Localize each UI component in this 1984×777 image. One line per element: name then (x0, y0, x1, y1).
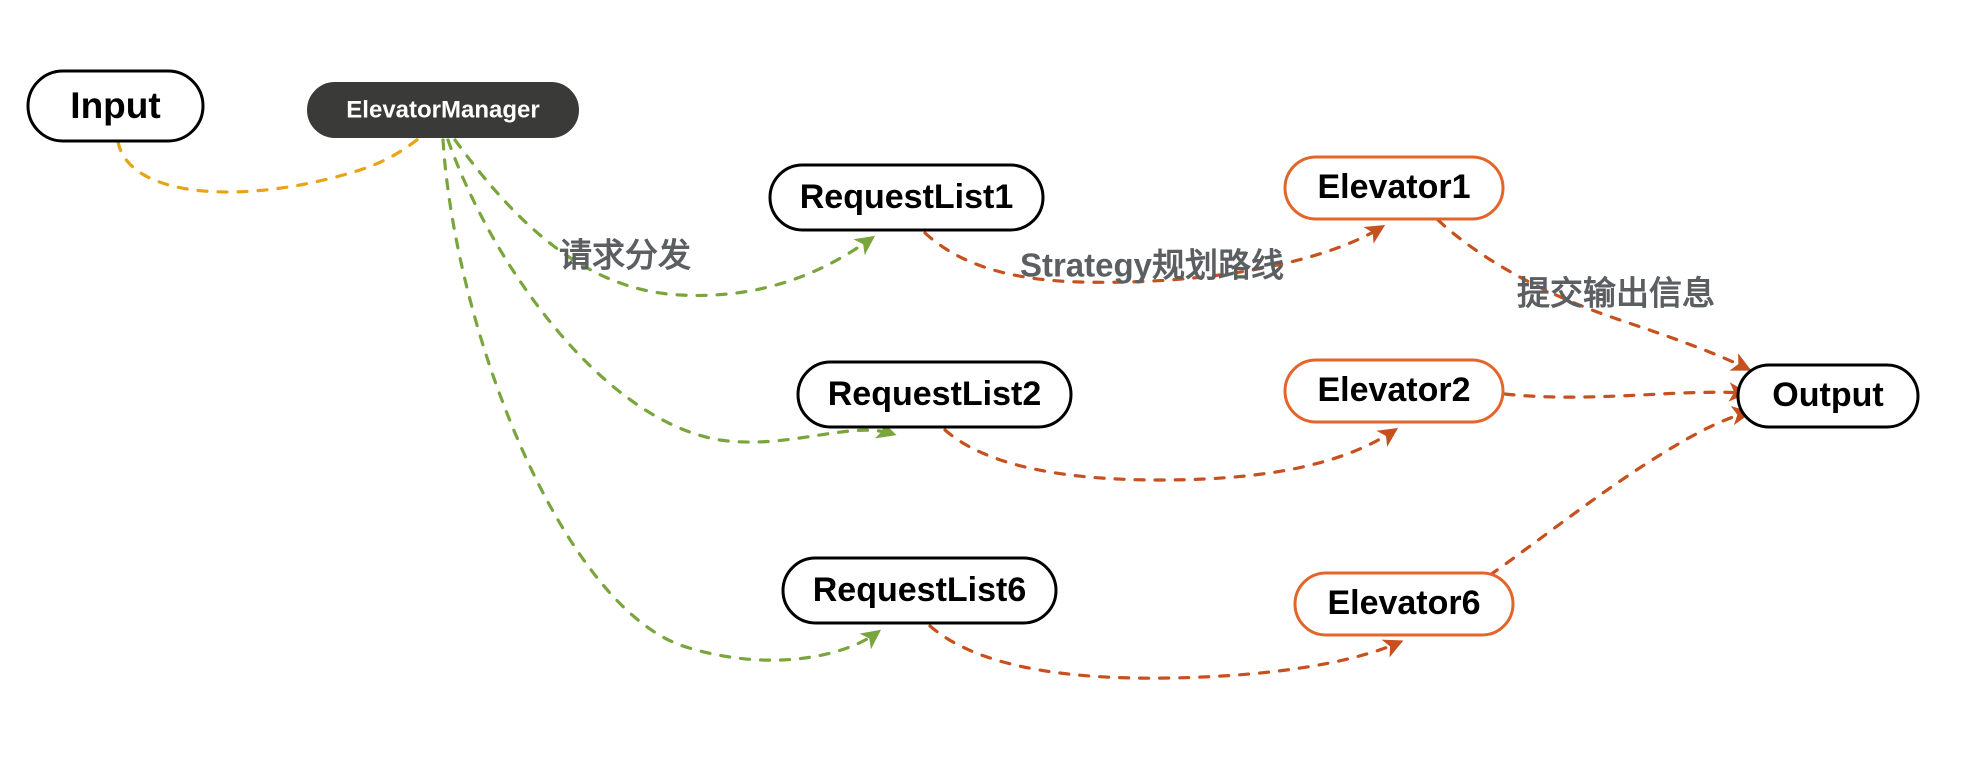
edge-label-dispatch: 请求分发 (559, 237, 691, 274)
node-elevator-manager[interactable]: ElevatorManager (307, 82, 579, 138)
edge-label-submit: 提交输出信息 (1517, 275, 1715, 312)
node-elevator-1[interactable]: Elevator1 (1283, 155, 1505, 221)
node-request-list-2[interactable]: RequestList2 (796, 360, 1073, 429)
node-request-list-6-label: RequestList6 (813, 571, 1027, 609)
edge-request-list-2-to-elevator-2[interactable] (943, 427, 1399, 482)
node-request-list-1-label: RequestList1 (800, 178, 1014, 216)
node-request-list-1[interactable]: RequestList1 (768, 163, 1045, 232)
node-layer: Input ElevatorManager RequestList1 Reque… (26, 69, 1920, 637)
edge-input-to-elevator-manager[interactable] (116, 115, 443, 194)
node-elevator-2-label: Elevator2 (1317, 371, 1470, 409)
edge-label-layer: 请求分发 Strategy规划路线 提交输出信息 (559, 237, 1715, 312)
node-output-label: Output (1772, 376, 1883, 414)
edge-elevator-6-to-output[interactable] (1488, 406, 1752, 577)
node-elevator-2[interactable]: Elevator2 (1283, 358, 1505, 424)
node-request-list-6[interactable]: RequestList6 (781, 556, 1058, 625)
node-request-list-2-shape[interactable] (796, 360, 1073, 429)
node-output[interactable]: Output (1736, 363, 1920, 429)
edge-manager-to-request-list-1[interactable] (453, 138, 876, 298)
node-request-list-2-label: RequestList2 (828, 375, 1042, 413)
edge-manager-to-request-list-6[interactable] (441, 138, 882, 662)
node-input-label: Input (70, 85, 160, 126)
node-elevator-6-label: Elevator6 (1327, 584, 1480, 622)
edge-elevator-1-to-output[interactable] (1436, 218, 1752, 371)
node-elevator-1-shape[interactable] (1283, 155, 1505, 221)
node-output-shape[interactable] (1736, 363, 1920, 429)
node-elevator-2-shape[interactable] (1283, 358, 1505, 424)
edge-elevator-2-to-output[interactable] (1503, 382, 1749, 402)
node-elevator-manager-label: ElevatorManager (346, 96, 539, 123)
node-elevator-1-label: Elevator1 (1317, 168, 1470, 206)
node-request-list-6-shape[interactable] (781, 556, 1058, 625)
node-elevator-6[interactable]: Elevator6 (1293, 571, 1515, 637)
edge-manager-to-request-list-2[interactable] (446, 138, 897, 444)
node-elevator-manager-shape[interactable] (307, 82, 579, 138)
node-input[interactable]: Input (26, 69, 205, 143)
edge-request-list-1-to-elevator-1[interactable] (923, 225, 1386, 284)
edge-layer (116, 115, 1752, 680)
node-request-list-1-shape[interactable] (768, 163, 1045, 232)
node-elevator-6-shape[interactable] (1293, 571, 1515, 637)
node-input-shape[interactable] (26, 69, 205, 143)
edge-request-list-6-to-elevator-6[interactable] (928, 624, 1404, 680)
edge-label-strategy: Strategy规划路线 (1020, 247, 1284, 284)
